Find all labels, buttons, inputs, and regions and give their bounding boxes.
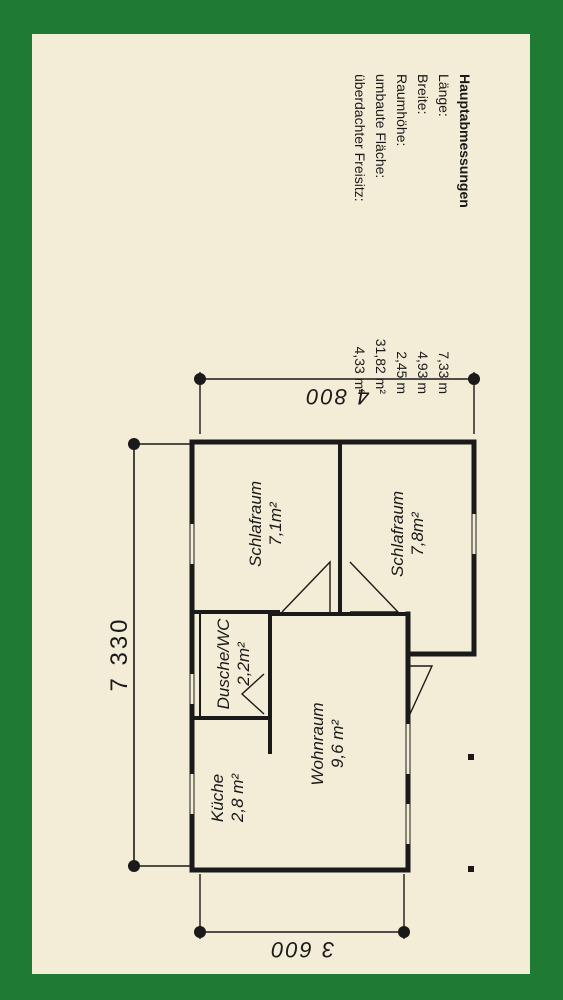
spec-row: überdachter Freisitz: 4,33 m² [352, 74, 368, 394]
spec-row: umbaute Fläche: 31,82 m² [373, 74, 389, 394]
room-wohnraum: Wohnraum 9,6 m² [308, 702, 347, 786]
dim-label-width-top: 4 800 [304, 384, 370, 409]
marker-square [468, 866, 474, 872]
dim-dot-top [128, 438, 140, 450]
spec-row: Länge: 7,33 m [436, 74, 452, 394]
room-schlafraum-2: Schlafraum 7,8m² [388, 491, 427, 577]
dim-dot-left-top [194, 373, 206, 385]
interior-walls [192, 442, 408, 754]
spec-row: Raumhöhe: 2,45 m [394, 74, 410, 394]
specs-title: Hauptabmessungen [457, 74, 473, 208]
room-kueche: Küche 2,8 m² [208, 773, 247, 823]
room-schlafraum-1: Schlafraum 7,1m² [246, 481, 285, 567]
dim-dot-right-top [468, 373, 480, 385]
plan-sheet: Hauptabmessungen Länge: 7,33 m Breite: 4… [32, 34, 530, 974]
dim-dot-bottom [128, 860, 140, 872]
windows [190, 514, 476, 844]
dim-label-length: 7 330 [106, 616, 133, 692]
door-swings [240, 560, 434, 715]
specs-table: Hauptabmessungen Länge: 7,33 m Breite: 4… [349, 74, 475, 394]
dim-dot-left-bottom [194, 926, 206, 938]
dim-label-width-bottom: 3 600 [269, 937, 335, 962]
floor-plan-drawing [128, 372, 480, 939]
spec-row: Breite: 4,93 m [415, 74, 431, 394]
marker-square [468, 754, 474, 760]
room-dusche-wc: Dusche/WC 2,2m² [214, 618, 253, 710]
dim-dot-right-bottom [398, 926, 410, 938]
